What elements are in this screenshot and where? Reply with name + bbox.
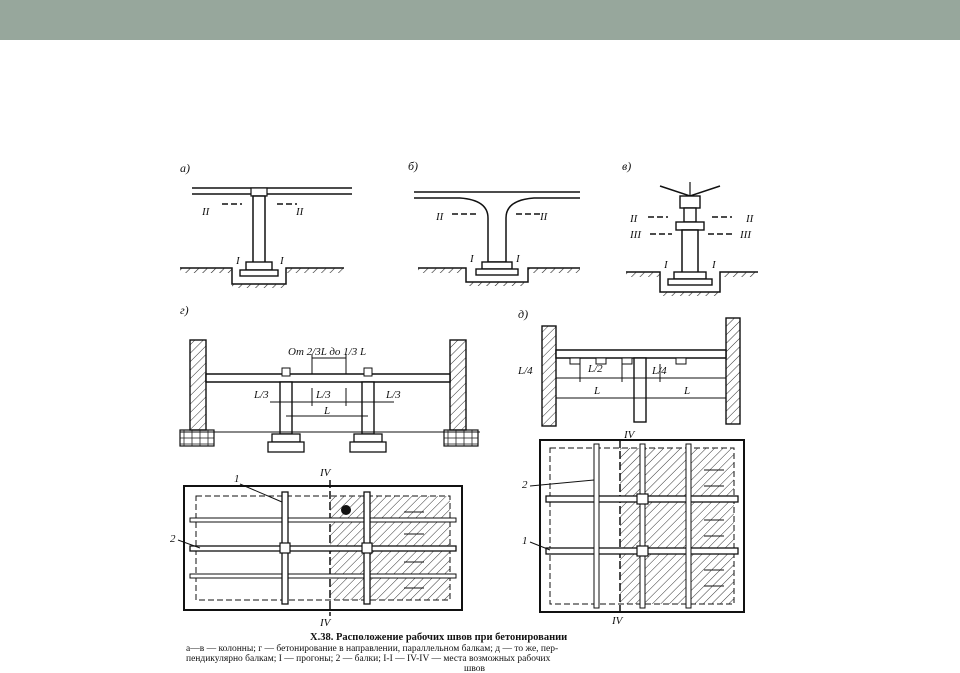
panel-e-l2: L/2 [587,363,603,375]
panel-c-base-left: I [663,259,669,271]
panel-c-mark3-right: III [739,229,752,241]
plan-left-label-2: 2 [170,533,176,545]
panel-d-l3-right: L/3 [385,389,401,401]
caption-line-2: пендикулярно балкам; I — прогоны; 2 — ба… [186,653,551,664]
panel-b-base-right: I [515,253,521,265]
panel-e-letter: д) [518,307,528,321]
panel-e-l4-left: L/4 [517,365,533,377]
panel-b-letter: б) [408,159,418,173]
panel-b-mark-right: II [539,211,549,223]
panel-c-mark3-left: III [629,229,642,241]
panel-c-base-right: I [711,259,717,271]
caption-line-1: а—в — колонны; г — бетонирование в напра… [186,643,558,654]
panel-a-base-left: I [235,255,241,267]
panel-e-iv-label: IV [623,429,636,441]
panel-d: г) От 2/3L до 1/3 L L/3 L/3 L/3 L [179,303,480,453]
panel-a-mark-left: II [201,206,211,218]
panel-e-l-left: L [593,385,600,397]
panel-e-l-right: L [683,385,690,397]
caption-title: Х.38. Расположение рабочих швов при бето… [310,632,567,643]
figure-caption: Х.38. Расположение рабочих швов при бето… [186,632,567,673]
panel-a-letter: а) [180,161,190,175]
plan-left: IV IV 1 2 [170,467,463,629]
plan-left-iv-bottom: IV [319,617,332,629]
panel-c-letter: в) [622,159,631,173]
panel-e-l4-right: L/4 [651,365,667,377]
panel-a-base-right: I [279,255,285,267]
panel-b-mark-left: II [435,211,445,223]
panel-a: а) II II I I [180,161,352,288]
panel-a-mark-right: II [295,206,305,218]
header-bar [0,0,960,40]
plan-right-iv-bottom: IV [611,615,624,627]
plan-left-iv-top: IV [319,467,332,479]
plan-right-label-2: 2 [522,479,528,491]
plan-left-label-1: 1 [234,473,240,485]
caption-line-3: швов [464,664,485,673]
panel-b: б) II II I I [408,159,580,286]
panel-c-mark2-left: II [629,213,639,225]
panel-d-l-label: L [323,405,330,417]
panel-d-l3-left: L/3 [253,389,269,401]
panel-e: д) L/4 L/2 L/4 L L IV [517,307,741,441]
panel-b-base-left: I [469,253,475,265]
panel-d-l3-mid: L/3 [315,389,331,401]
plan-right: IV 2 1 [522,439,745,627]
plan-right-label-1: 1 [522,535,528,547]
panel-d-letter: г) [180,303,189,317]
panel-c-mark2-right: II [745,213,755,225]
panel-c: в) II II III III I I [622,159,758,296]
panel-d-span-label: От 2/3L до 1/3 L [288,346,366,358]
